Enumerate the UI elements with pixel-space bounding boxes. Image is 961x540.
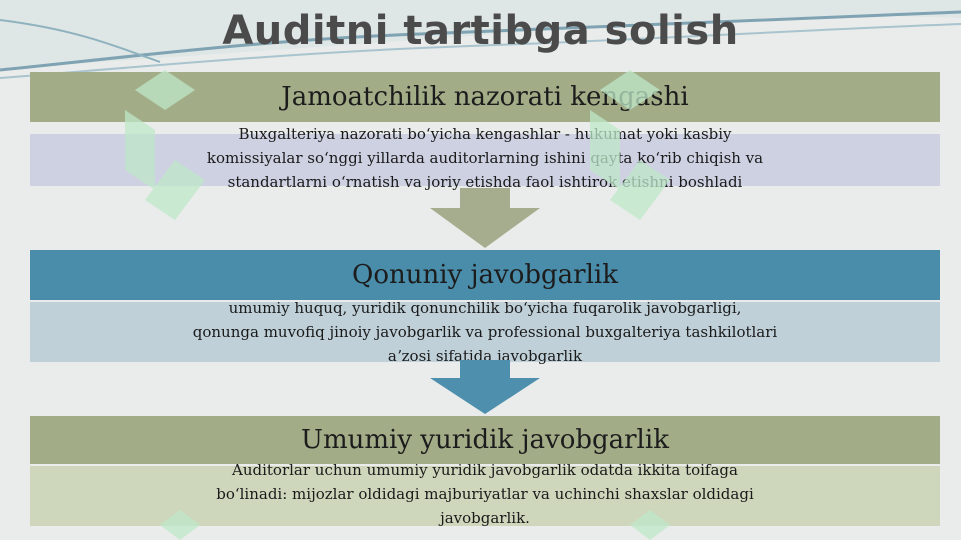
section-body-text: umumiy huquq, yuridik qonunchilik boʻyic… [30, 296, 940, 368]
down-arrow-icon [430, 188, 540, 248]
section-heading-bar: Qonuniy javobgarlik [30, 250, 940, 300]
body-line: umumiy huquq, yuridik qonunchilik boʻyic… [228, 299, 742, 317]
body-line: Auditorlar uchun umumiy yuridik javobgar… [232, 461, 738, 479]
section-heading: Umumiy yuridik javobgarlik [301, 425, 669, 455]
body-line: aʼzosi sifatida javobgarlik [387, 347, 583, 365]
decorative-swoosh [0, 0, 961, 79]
body-line: boʻlinadi: mijozlar oldidagi majburiyatl… [216, 485, 754, 503]
section-heading-bar: Umumiy yuridik javobgarlik [30, 416, 940, 464]
down-arrow-icon [430, 360, 540, 414]
section-legal-liability: Qonuniy javobgarlik umumiy huquq, yuridi… [30, 250, 940, 365]
body-line: qonunga muvofiq jinoiy javobgarlik va pr… [192, 323, 778, 341]
watermark-logo-icon [630, 510, 670, 540]
watermark-logo-icon [125, 70, 205, 220]
body-line: javobgarlik. [440, 509, 530, 527]
section-body-text: Auditorlar uchun umumiy yuridik javobgar… [30, 458, 940, 530]
body-line: komissiyalar soʻnggi yillarda auditorlar… [206, 149, 764, 167]
watermark-logo-icon [590, 70, 670, 220]
section-body-box [30, 302, 940, 362]
section-heading: Qonuniy javobgarlik [352, 260, 618, 290]
slide-title: Auditni tartibga solish [222, 8, 739, 54]
watermark-logo-icon [160, 510, 200, 540]
